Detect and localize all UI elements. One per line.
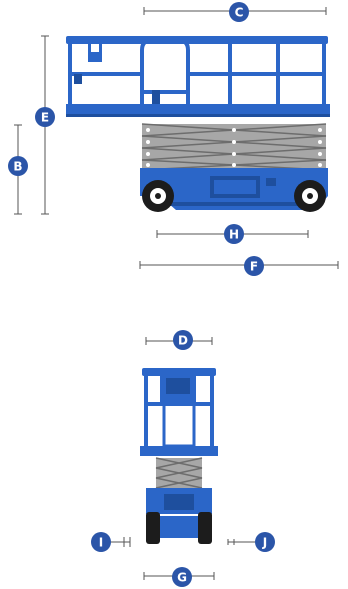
front-wheel bbox=[294, 180, 326, 212]
side-view-lift bbox=[66, 36, 330, 212]
svg-text:D: D bbox=[178, 334, 188, 348]
scissor-stack bbox=[141, 123, 327, 171]
rear-wheel bbox=[142, 180, 174, 212]
svg-text:B: B bbox=[13, 160, 22, 174]
badge-b: B bbox=[8, 156, 28, 176]
dimension-j bbox=[227, 539, 258, 545]
svg-text:I: I bbox=[99, 536, 103, 550]
svg-text:C: C bbox=[235, 6, 244, 20]
front-view-lift bbox=[140, 368, 218, 544]
front-view-left-wheel bbox=[146, 512, 160, 544]
badge-c: C bbox=[229, 2, 249, 22]
svg-text:J: J bbox=[262, 536, 267, 550]
dimension-f bbox=[139, 261, 339, 269]
badge-d: D bbox=[173, 330, 193, 350]
platform-deck bbox=[66, 104, 330, 116]
svg-text:E: E bbox=[41, 111, 49, 125]
guardrail bbox=[66, 36, 328, 106]
badge-f: F bbox=[244, 256, 264, 276]
badge-e: E bbox=[35, 107, 55, 127]
badge-j: J bbox=[255, 532, 275, 552]
badge-g: G bbox=[172, 567, 192, 587]
svg-text:G: G bbox=[177, 571, 187, 585]
badge-h: H bbox=[224, 224, 244, 244]
svg-text:H: H bbox=[229, 228, 239, 242]
badge-i: I bbox=[91, 532, 111, 552]
svg-text:F: F bbox=[250, 260, 258, 274]
front-view-right-wheel bbox=[198, 512, 212, 544]
